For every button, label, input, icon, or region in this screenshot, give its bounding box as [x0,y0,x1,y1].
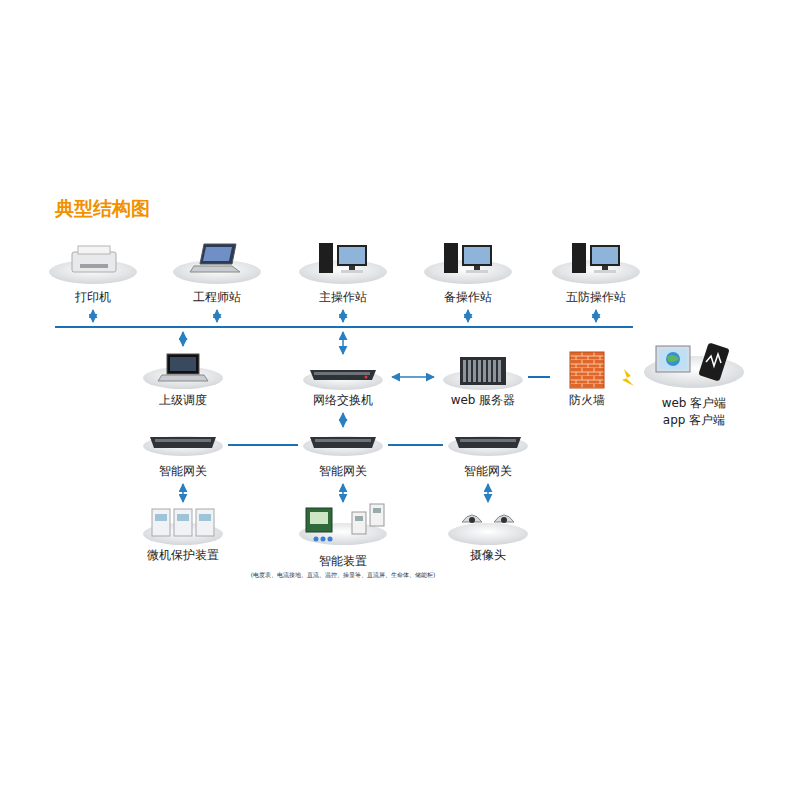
gateway-icons [150,437,521,448]
device-label: 网络交换机 [313,392,373,409]
device-node: web 客户端app 客户端 [649,340,739,429]
protection-device-icons [152,509,214,536]
device-node: 智能装置(电度表、电流接地、直流、温控、操显等、直流屏、生命体、储能柜) [247,505,440,579]
device-node: web 服务器 [438,352,528,409]
device-label: 智能网关 [159,463,207,480]
connector [342,484,344,502]
device-label: 防火墙 [569,392,605,409]
switch-icon [310,370,376,380]
device-label: (电度表、电流接地、直流、温控、操显等、直流屏、生命体、储能柜) [251,570,436,579]
device-label: web 客户端 [662,395,727,412]
connector [342,413,344,427]
base-ellipses [49,260,744,545]
dispatch-laptop-icon [158,354,208,381]
connector [388,444,443,446]
device-node: 防火墙 [550,350,624,409]
server-icon [460,357,506,385]
device-node: 智能网关 [138,430,228,480]
client-icons [656,342,730,381]
device-node: 智能网关 [298,430,388,480]
workstation-icons [319,243,620,273]
device-node: 上级调度 [138,350,228,409]
device-node: 主操作站 [298,240,388,306]
device-node: 微机保护装置 [138,505,228,564]
device-node: 智能网关 [443,430,533,480]
bus-line [55,326,633,328]
device-node: 备操作站 [423,240,513,306]
device-label: 工程师站 [193,289,241,306]
printer-icon [72,246,116,272]
connector [392,376,434,378]
connector [182,484,184,502]
device-label: 智能装置 [319,553,367,570]
device-node: 打印机 [48,240,138,306]
device-label: 主操作站 [319,289,367,306]
device-label: 智能网关 [319,463,367,480]
camera-icons [462,515,514,523]
smart-device-icons [306,504,384,542]
bus-arrows [93,310,596,354]
device-label: 五防操作站 [566,289,626,306]
connector [487,484,489,502]
laptop-icon [190,244,240,272]
device-label: 摄像头 [470,547,506,564]
device-label: 打印机 [75,289,111,306]
device-label: 智能网关 [464,463,512,480]
device-label: 微机保护装置 [147,547,219,564]
device-node: 摄像头 [443,505,533,564]
device-label: web 服务器 [451,392,516,409]
device-label: 上级调度 [159,392,207,409]
connector [528,376,550,378]
device-label: app 客户端 [663,412,725,429]
device-node: 工程师站 [172,240,262,306]
diagram-title: 典型结构图 [55,196,150,222]
device-label: 备操作站 [444,289,492,306]
device-node: 五防操作站 [551,240,641,306]
device-node: 网络交换机 [298,360,388,409]
connector [228,444,298,446]
firewall-icon [570,352,604,388]
wireless-lightning [622,369,634,386]
